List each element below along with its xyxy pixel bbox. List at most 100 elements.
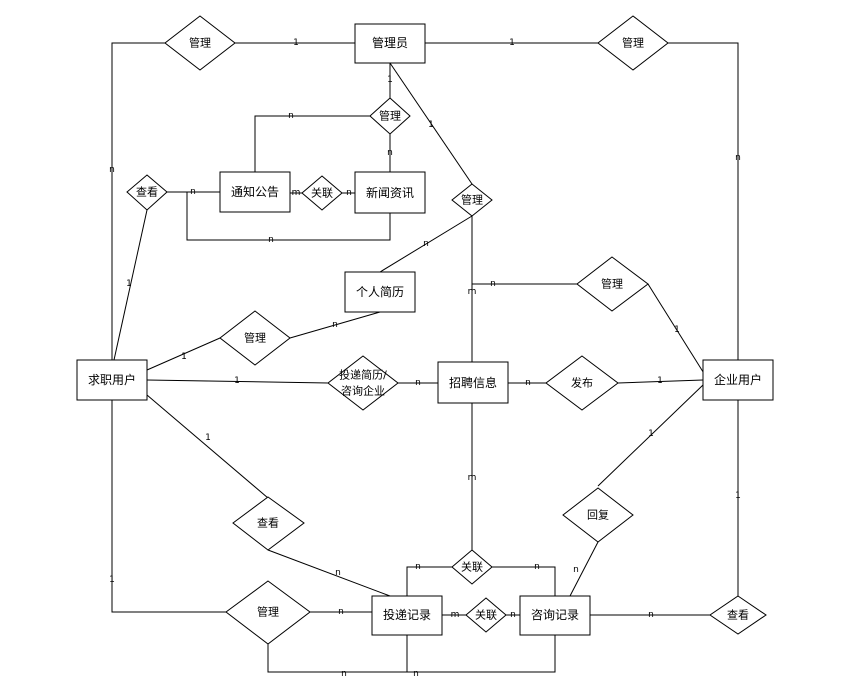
- rel-admin-company: 管理: [597, 15, 669, 71]
- card-label: 1: [109, 575, 115, 585]
- entity-admin: 管理员: [354, 23, 426, 64]
- card-label: m: [468, 287, 477, 297]
- cardinalities: 1 1 n n 1 n n m n n n 1 1 n m n 1 n 1 1 …: [109, 38, 741, 679]
- rel-delivery-consult: 关联: [465, 597, 507, 633]
- edge-reply-consult: [569, 541, 599, 597]
- card-label: n: [288, 111, 294, 121]
- entity-consult-label: 咨询记录: [531, 607, 579, 622]
- entity-consult: 咨询记录: [519, 595, 591, 636]
- card-label: 1: [293, 38, 299, 48]
- card-label: 1: [205, 433, 211, 443]
- card-label: n: [268, 235, 274, 245]
- edge-view-delivery: [267, 549, 391, 597]
- card-label: m: [451, 610, 460, 620]
- card-label: n: [510, 610, 516, 620]
- rel-admin-seeker: 管理: [164, 15, 236, 71]
- card-label: n: [341, 669, 347, 679]
- rel-admin-news-label: 管理: [379, 109, 401, 123]
- rel-delivery-consult-label: 关联: [475, 608, 497, 622]
- rel-reply: 回复: [562, 487, 634, 543]
- rel-notice-news-label: 关联: [311, 186, 333, 200]
- edge-company-reply: [597, 384, 704, 487]
- card-label: 1: [735, 491, 741, 501]
- rel-publish-label: 发布: [571, 376, 593, 390]
- entity-company-label: 企业用户: [714, 372, 762, 387]
- rel-admin-news: 管理: [369, 97, 411, 135]
- rel-seeker-view-delivery-label: 查看: [257, 516, 279, 530]
- entity-resume: 个人简历: [344, 271, 416, 313]
- rel-seeker-resume: 管理: [219, 310, 291, 366]
- card-label: n: [109, 165, 115, 175]
- entity-recruit: 招聘信息: [437, 361, 509, 404]
- rel-seeker-view: 查看: [126, 174, 168, 211]
- card-label: 1: [234, 376, 240, 386]
- edge-view-news-bracket: [186, 192, 391, 241]
- entity-news: 新闻资讯: [354, 171, 426, 214]
- edge-manage-resume: [379, 215, 473, 273]
- card-label: 1: [509, 38, 515, 48]
- rel-deliver: 投递简历/ 咨询企业: [327, 355, 399, 411]
- rel-seeker-delivery-label: 管理: [257, 605, 279, 619]
- edge-admin-manage-recruit: [389, 62, 473, 185]
- rel-seeker-delivery: 管理: [225, 580, 311, 645]
- card-label: n: [534, 562, 540, 572]
- edge-resume-manage: [289, 311, 381, 339]
- edge-view-seeker: [113, 209, 148, 361]
- rel-recruit-delivery-label: 关联: [461, 560, 483, 574]
- card-label: n: [335, 568, 341, 578]
- edge-assoc-consult: [492, 566, 556, 596]
- edges: [111, 42, 739, 673]
- edge-seeker-view-delivery: [146, 394, 269, 499]
- entity-notice-label: 通知公告: [231, 185, 279, 199]
- entity-company: 企业用户: [702, 359, 774, 401]
- edge-manage-notice: [254, 115, 370, 172]
- card-label: n: [387, 148, 393, 158]
- rel-company-recruit-label: 管理: [601, 277, 623, 291]
- rel-seeker-view-label: 查看: [136, 185, 158, 199]
- entity-delivery-label: 投递记录: [383, 607, 431, 622]
- card-label: n: [332, 320, 338, 330]
- rel-publish: 发布: [545, 355, 619, 411]
- entity-jobseeker-label: 求职用户: [88, 372, 136, 387]
- edge-company-manage-company: [647, 283, 706, 376]
- card-label: n: [338, 607, 344, 617]
- entity-news-label: 新闻资讯: [366, 185, 414, 200]
- rel-deliver-label-2: 咨询企业: [341, 384, 385, 398]
- edge-manage-right-company: [668, 42, 739, 360]
- card-label: n: [525, 378, 531, 388]
- rel-seeker-resume-label: 管理: [244, 331, 266, 345]
- entity-jobseeker: 求职用户: [76, 359, 148, 401]
- edge-manage-seeker: [146, 337, 221, 371]
- rel-admin-company-label: 管理: [622, 36, 644, 50]
- entity-recruit-label: 招聘信息: [449, 375, 497, 390]
- rel-seeker-view-delivery: 查看: [232, 496, 305, 551]
- entity-admin-label: 管理员: [372, 35, 408, 50]
- card-label: m: [292, 188, 301, 198]
- card-label: 1: [428, 120, 434, 130]
- rel-admin-recruit-label: 管理: [461, 193, 483, 207]
- entity-notice: 通知公告: [219, 171, 291, 213]
- card-label: n: [190, 187, 196, 197]
- rel-reply-label: 回复: [587, 508, 609, 522]
- card-label: n: [648, 610, 654, 620]
- rel-notice-news: 关联: [301, 175, 343, 211]
- card-label: n: [735, 153, 741, 163]
- rel-deliver-label-1: 投递简历/: [339, 368, 387, 382]
- rel-company-view-label: 查看: [727, 608, 749, 622]
- rel-admin-seeker-label: 管理: [189, 36, 211, 50]
- card-label: 1: [387, 75, 393, 85]
- edge-publish-company: [617, 379, 704, 384]
- rel-recruit-delivery: 关联: [451, 549, 493, 585]
- card-label: n: [415, 562, 421, 572]
- entity-resume-label: 个人简历: [356, 285, 404, 299]
- card-label: m: [468, 473, 477, 483]
- entity-delivery: 投递记录: [371, 595, 443, 636]
- rel-company-view: 查看: [709, 595, 767, 635]
- edge-bottom-bracket: [267, 635, 556, 673]
- rel-company-recruit: 管理: [576, 256, 649, 312]
- card-label: n: [573, 565, 579, 575]
- card-label: 1: [674, 325, 680, 335]
- edge-manage-left-seeker: [111, 42, 165, 360]
